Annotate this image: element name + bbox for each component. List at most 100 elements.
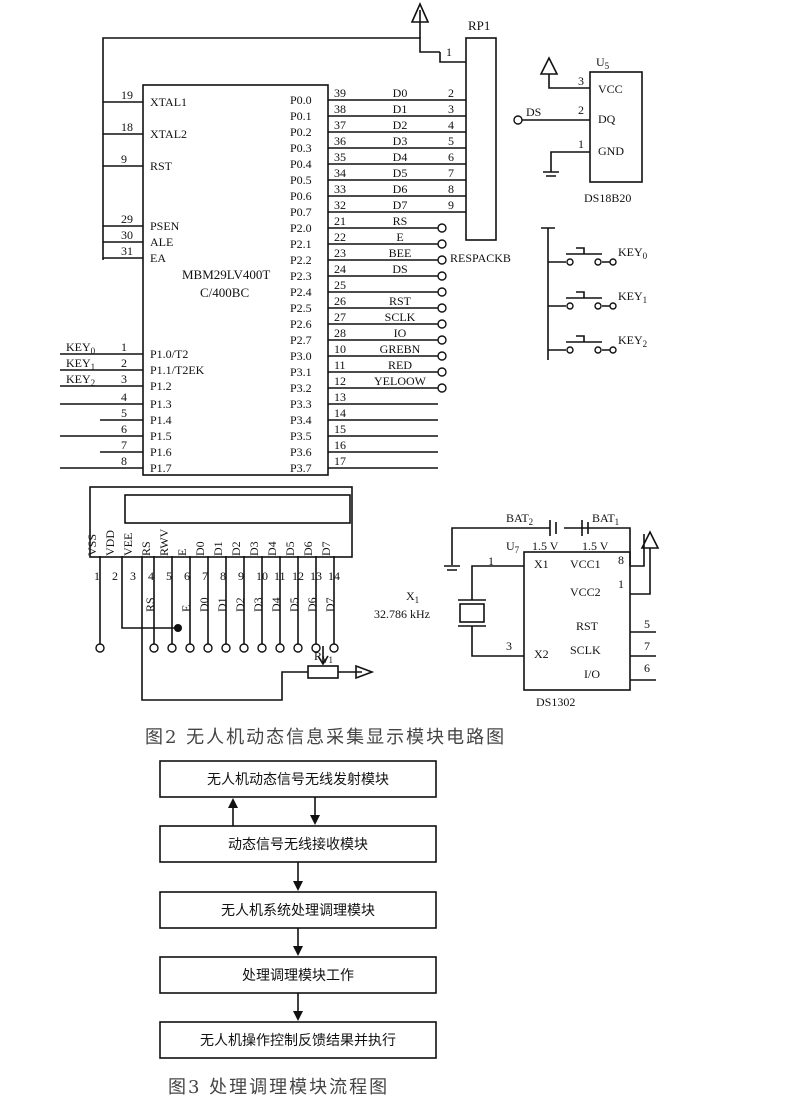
battery-ground — [444, 565, 460, 571]
key-terminal — [609, 346, 617, 354]
lcd-net-label: D2 — [233, 597, 247, 612]
ds18b20-sensor: U5 VCC DQ GND 3 2 1 DS DS18B20 — [513, 55, 643, 205]
key-contact — [566, 346, 574, 354]
mcu-right-pin-name: P2.1 — [290, 237, 312, 251]
mcu-left-pin-name: P1.3 — [150, 397, 172, 411]
lcd-net-label: D3 — [251, 597, 265, 612]
flow-step-4 — [159, 956, 437, 994]
ds1302-num-1: 1 — [488, 554, 494, 568]
ds18b20-name: DS18B20 — [584, 191, 631, 205]
mcu-left-pin-number: 30 — [121, 228, 133, 242]
mcu-right-pin-name: P3.7 — [290, 461, 312, 475]
lcd-net-label: D5 — [287, 597, 301, 612]
ds18b20-pin-dq: DQ — [598, 112, 616, 126]
mcu-left-pin-number: 1 — [121, 340, 127, 354]
lcd-pin-name: RWV — [157, 528, 171, 556]
bat1-label: BAT1 — [592, 511, 619, 527]
key-contact — [566, 302, 574, 310]
lcd-pin-name: D0 — [193, 541, 207, 556]
mcu-right-pin-name: P2.0 — [290, 221, 312, 235]
lcd-pin-number: 5 — [166, 569, 172, 583]
mcu-left-pin-number: 2 — [121, 356, 127, 370]
lcd-pin-number: 9 — [238, 569, 244, 583]
bat1-voltage: 1.5 V — [582, 539, 609, 553]
lcd-pin-name: D2 — [229, 541, 243, 556]
mcu-right-pin-name: P0.5 — [290, 173, 312, 187]
mcu-right-pin-name: P2.2 — [290, 253, 312, 267]
ds1302-pin-sclk: SCLK — [570, 643, 601, 657]
mcu-signal-label: SCLK — [385, 310, 416, 324]
lcd-net-label: D6 — [305, 597, 319, 612]
flow-step-1 — [159, 760, 437, 798]
mcu-body — [142, 84, 329, 476]
mcu-signal-label: RED — [388, 358, 412, 372]
rp1-pin-number: 3 — [448, 102, 454, 116]
ds1302-pin-io: I/O — [584, 667, 600, 681]
mcu-right-pin-name: P3.3 — [290, 397, 312, 411]
mcu-left-pin-name: EA — [150, 251, 166, 265]
ds1302-ref: U7 — [506, 539, 520, 555]
lcd-pin-number: 6 — [184, 569, 190, 583]
lcd-pin-terminal — [203, 643, 213, 653]
mcu-right-pin-number: 28 — [334, 326, 346, 340]
ds1302-num-6: 6 — [644, 661, 650, 675]
flow-step-2 — [159, 825, 437, 863]
mcu-right-pin-number: 15 — [334, 422, 346, 436]
lcd-net-label: RS — [143, 597, 157, 612]
mcu-left-pin-number: 4 — [121, 390, 127, 404]
rp1-body — [465, 37, 497, 241]
lcd-vdd-wire — [121, 556, 178, 629]
lcd-pin-terminal — [329, 643, 339, 653]
mcu-right-pin-number: 34 — [334, 166, 346, 180]
rp1-pin1: 1 — [446, 45, 452, 59]
ds1302-pin-rst: RST — [576, 619, 599, 633]
rp1-pin-number: 8 — [448, 182, 454, 196]
ds1302-pin-x2: X2 — [534, 647, 549, 661]
lcd-pin-name: D3 — [247, 541, 261, 556]
mcu-right-pin-name: P0.0 — [290, 93, 312, 107]
key-net-label: KEY1 — [66, 356, 95, 372]
lcd-pins: VSS1VDD2VEE3RS4RWV5E6D07D18D29D310D411D5… — [85, 528, 340, 653]
ds18b20-num-2: 2 — [578, 103, 584, 117]
mcu-left-pin-number: 18 — [121, 120, 133, 134]
mcu-left-pin-name: P1.4 — [150, 413, 172, 427]
mcu-left-pin-number: 8 — [121, 454, 127, 468]
mcu-left-pin-number: 19 — [121, 88, 133, 102]
net-terminal — [437, 335, 447, 345]
mcu-signal-label: D4 — [393, 150, 408, 164]
mcu-right-pin-name: P3.4 — [290, 413, 312, 427]
lcd-pin-number: 7 — [202, 569, 208, 583]
lcd-pin-name: RS — [139, 541, 153, 556]
mcu-left-pin-name: ALE — [150, 235, 173, 249]
mcu-left-pin-number: 6 — [121, 422, 127, 436]
mcu-left-pin-name: P1.2 — [150, 379, 172, 393]
lcd-net-label: D4 — [269, 597, 283, 612]
lcd-pin-number: 4 — [148, 569, 154, 583]
mcu-right-pin-number: 25 — [334, 278, 346, 292]
potentiometer-body — [307, 665, 339, 679]
key-label: KEY1 — [618, 289, 647, 305]
ds18b20-dq-terminal — [513, 115, 523, 125]
mcu-right-pin-number: 32 — [334, 198, 346, 212]
lcd-pin-number: 2 — [112, 569, 118, 583]
mcu-left-pin-name: P1.0/T2 — [150, 347, 188, 361]
mcu-right-pin-name: P2.6 — [290, 317, 312, 331]
lcd-screen — [124, 494, 351, 524]
mcu-right-pin-name: P0.6 — [290, 189, 312, 203]
flow-arrowhead-3 — [293, 946, 303, 956]
mcu-left-pin-name: P1.1/T2EK — [150, 363, 205, 377]
flow-step-3 — [159, 891, 437, 929]
ds1302-vcc-wires — [630, 530, 660, 595]
flow-arrowhead-up — [228, 798, 238, 808]
mcu-left-pin-name: XTAL2 — [150, 127, 187, 141]
rp1-resistor-pack: RP1 1 RESPACKB — [439, 18, 511, 265]
lcd-vee-wire — [141, 556, 308, 701]
mcu-right-pin-name: P3.6 — [290, 445, 312, 459]
flow-arrowhead-1 — [310, 815, 320, 825]
ds1302-num-1b: 1 — [618, 577, 624, 591]
mcu-signal-label: D3 — [393, 134, 408, 148]
ds18b20-body — [589, 71, 643, 183]
mcu-right-pin-name: P0.1 — [290, 109, 312, 123]
flow-step-2-text: 动态信号无线接收模块 — [228, 836, 368, 853]
